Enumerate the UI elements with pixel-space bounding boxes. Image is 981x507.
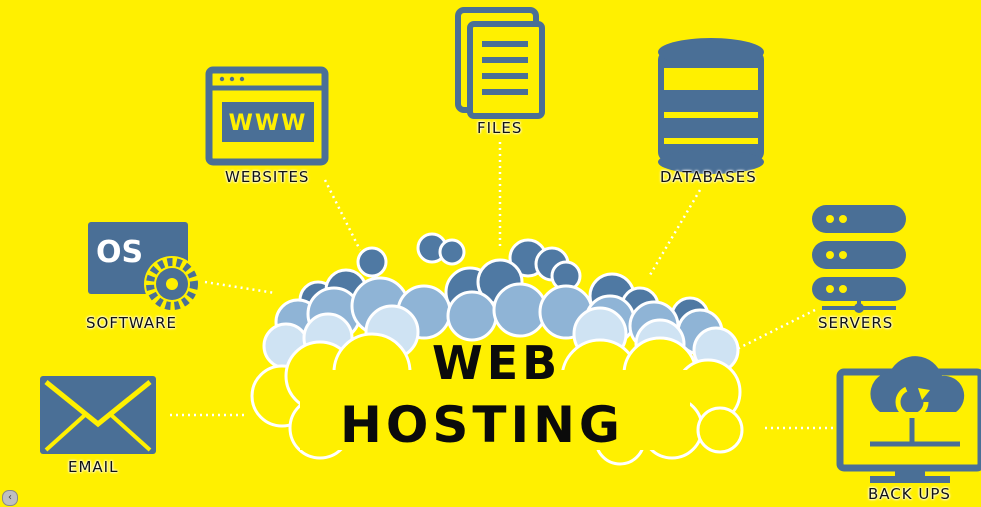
label-websites: WEBSITES [225, 168, 310, 186]
diagram-title-line-1: WEB [432, 336, 562, 390]
databases-icon [658, 38, 764, 174]
cloud-cluster [250, 232, 744, 466]
files-icon [455, 7, 545, 119]
software-icon: OS [88, 222, 200, 312]
www-text: WWW [229, 111, 308, 136]
label-software: SOFTWARE [86, 314, 178, 332]
corner-badge-icon: ‹ [2, 490, 18, 506]
websites-icon: WWW [205, 66, 329, 166]
connector-websites [323, 179, 362, 251]
connector-software [204, 280, 276, 295]
diagram-title-line-2: HOSTING [340, 396, 624, 454]
label-servers: SERVERS [818, 314, 894, 332]
os-text: OS [96, 235, 143, 270]
connector-databases [648, 189, 702, 276]
label-files: FILES [477, 119, 523, 137]
servers-icon [812, 205, 906, 313]
connectors [170, 142, 835, 430]
label-databases: DATABASES [660, 168, 757, 186]
email-icon [40, 376, 156, 454]
label-email: EMAIL [68, 458, 119, 476]
backups-icon [836, 356, 981, 483]
label-backups: BACK UPS [868, 485, 951, 503]
connector-servers [734, 308, 816, 352]
